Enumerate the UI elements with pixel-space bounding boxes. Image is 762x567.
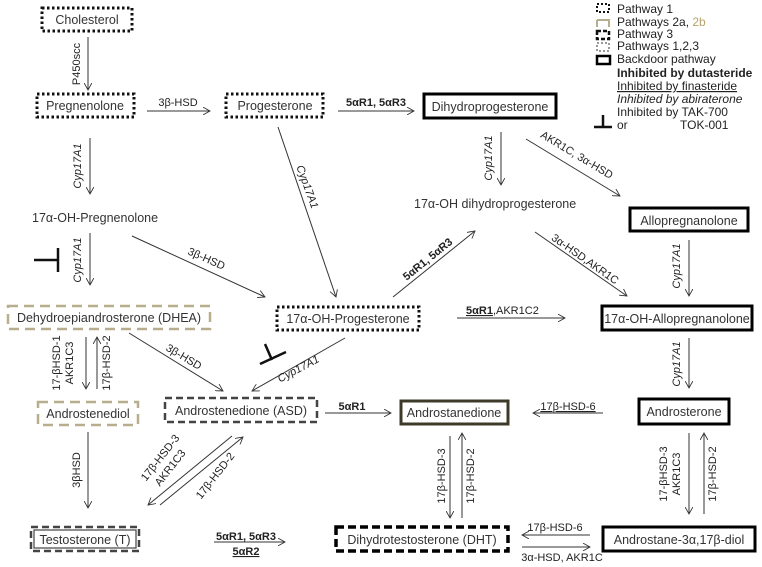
enzyme-label: 5αR1, 5αR3 xyxy=(401,236,455,283)
node-label: Progesterone xyxy=(237,99,312,113)
enzyme-label: Cyp17A1 xyxy=(72,237,84,282)
enzyme-label: 17β-HSD-2 xyxy=(465,448,477,503)
arrow-dhea-asd xyxy=(128,332,223,391)
node-androstanedione: Androstanedione xyxy=(399,399,510,426)
enzyme-label: 5αR2 xyxy=(233,546,260,558)
enzyme-label: 17β-HSD-3 xyxy=(436,448,448,503)
inhibitor-tbar-icon xyxy=(34,248,60,272)
node-androstanediol: Androstane-3α,17β-diol xyxy=(601,525,757,553)
enzyme-label: 3β-HSD xyxy=(158,97,197,109)
node-dht: Dihydrotestosterone (DHT) xyxy=(334,525,510,553)
node-label: Androstenediol xyxy=(46,407,129,421)
enzyme-label: P450scc xyxy=(71,42,83,85)
arrow-asd-testosterone xyxy=(148,435,233,505)
legend-label: Backdoor pathway xyxy=(617,52,716,66)
legend: Pathway 1 Pathways 2a, 2b Pathway 3 Path… xyxy=(594,2,753,132)
node-label: Allopregnanolone xyxy=(640,214,737,228)
enzyme-label: 3α-HSD, AKR1C xyxy=(521,552,603,564)
node-label: Dehydroepiandrosterone (DHEA) xyxy=(17,311,201,325)
enzyme-label: AKR1C3 xyxy=(671,453,683,496)
legend-pathway1-icon xyxy=(596,3,610,13)
enzyme-label: 17β-HSD-2 xyxy=(101,335,113,390)
legend-pathway3-icon xyxy=(595,29,611,41)
enzyme-label: 17β-HSD-6 xyxy=(527,522,582,534)
node-label: Cholesterol xyxy=(55,13,118,27)
legend-label: Pathway 1 xyxy=(617,2,673,16)
node-oh-dihydroprogesterone: 17α-OH dihydroprogesterone xyxy=(414,197,576,211)
node-label: Androsterone xyxy=(646,405,721,419)
legend-pathway123-icon xyxy=(596,42,610,52)
inhibitor-tbar-icon xyxy=(594,115,612,129)
node-label: Androstanedione xyxy=(407,406,502,420)
enzyme-label: 17-βHSD-3 xyxy=(658,446,670,501)
arrow-dhp-allopregnanolone xyxy=(525,138,620,196)
enzyme-label: Cyp17A1 xyxy=(671,243,683,288)
node-allopregnanolone: Allopregnanolone xyxy=(628,206,750,233)
enzyme-label: 17β-HSD-2 xyxy=(707,446,719,501)
arrow-ohpreg-ohprog xyxy=(131,235,265,297)
enzyme-label: 17β-HSD-6 xyxy=(540,401,595,413)
arrow-progesterone-ohprogesterone xyxy=(277,126,336,297)
enzyme-label: 5αR1 xyxy=(339,401,366,413)
enzyme-label: 17-βHSD-1 xyxy=(51,335,63,390)
legend-label: Pathways 1,2,3 xyxy=(617,39,699,53)
enzyme-label: AKR1C3 xyxy=(64,342,76,385)
node-testosterone: Testosterone (T) xyxy=(29,525,141,553)
enzyme-label: Cyp17A1 xyxy=(293,164,320,211)
legend-pathway2-icon xyxy=(596,19,610,27)
enzyme-label: AKR1C, 3α-HSD xyxy=(538,129,615,182)
node-progesterone: Progesterone xyxy=(224,92,325,119)
node-label: 17α-OH-Allopregnanolone xyxy=(604,312,750,326)
arrow-ohdhp-ohallo xyxy=(534,231,627,296)
node-pregnenolone: Pregnenolone xyxy=(35,92,136,119)
inhibitor-tbar-icon xyxy=(259,343,287,366)
enzyme-label: 17β-HSD-2 xyxy=(194,451,237,502)
legend-label: Pathway 3 xyxy=(617,27,673,41)
node-label: Androstenedione (ASD) xyxy=(175,404,307,418)
node-dihydroprogesterone: Dihydroprogesterone xyxy=(422,92,558,120)
node-cholesterol: Cholesterol xyxy=(40,6,134,33)
node-label: Pregnenolone xyxy=(46,99,124,113)
node-label: Dihydroprogesterone xyxy=(432,100,549,114)
legend-label: Pathways 2a, 2b xyxy=(617,15,706,29)
enzyme-label: 3β-HSD xyxy=(186,246,227,273)
legend-finasteride: Inhibited by finasteride xyxy=(617,79,737,93)
node-label: Dihydrotestosterone (DHT) xyxy=(347,533,496,547)
node-asd: Androstenedione (ASD) xyxy=(163,396,319,424)
legend-tok001: TOK-001 xyxy=(680,118,729,132)
arrow-testosterone-asd xyxy=(159,437,243,506)
legend-tak700: Inhibited by TAK-700 xyxy=(617,105,728,119)
legend-or: or xyxy=(617,118,628,132)
legend-backdoor-icon xyxy=(595,54,612,66)
node-label: Testosterone (T) xyxy=(39,533,130,547)
node-dhea: Dehydroepiandrosterone (DHEA) xyxy=(6,304,212,331)
node-androstenediol: Androstenediol xyxy=(36,400,140,427)
enzyme-label: 3β-HSD xyxy=(164,342,204,373)
enzyme-label: Cyp17A1 xyxy=(276,353,322,385)
legend-abiraterone: Inhibited by abiraterone xyxy=(617,92,743,106)
node-oh-pregnenolone: 17α-OH-Pregnenolone xyxy=(32,211,158,225)
enzyme-label: Cyp17A1 xyxy=(671,341,683,386)
node-oh-progesterone: 17α-OH-Progesterone xyxy=(275,305,421,332)
enzyme-label: 3βHSD xyxy=(71,452,83,488)
legend-dutasteride: Inhibited by dutasteride xyxy=(617,66,753,80)
node-oh-allopregnanolone: 17α-OH-Allopregnanolone xyxy=(600,304,754,332)
node-label: Androstane-3α,17β-diol xyxy=(614,533,744,547)
node-label: 17α-OH-Progesterone xyxy=(286,312,409,326)
enzyme-label: 5αR1,AKR1C2 xyxy=(466,305,539,317)
enzyme-label: 5αR1, 5αR3 xyxy=(216,531,276,543)
enzyme-label: Cyp17A1 xyxy=(72,143,84,188)
arrow-ohprog-asd xyxy=(252,337,346,391)
enzyme-label: 3α-HSD,AKR1C xyxy=(549,232,621,287)
enzyme-label: Cyp17A1 xyxy=(483,135,495,180)
arrow-ohprog-ohdhp xyxy=(392,231,475,298)
enzyme-label: 5αR1, 5αR3 xyxy=(346,97,406,109)
node-androsterone: Androsterone xyxy=(637,397,731,426)
